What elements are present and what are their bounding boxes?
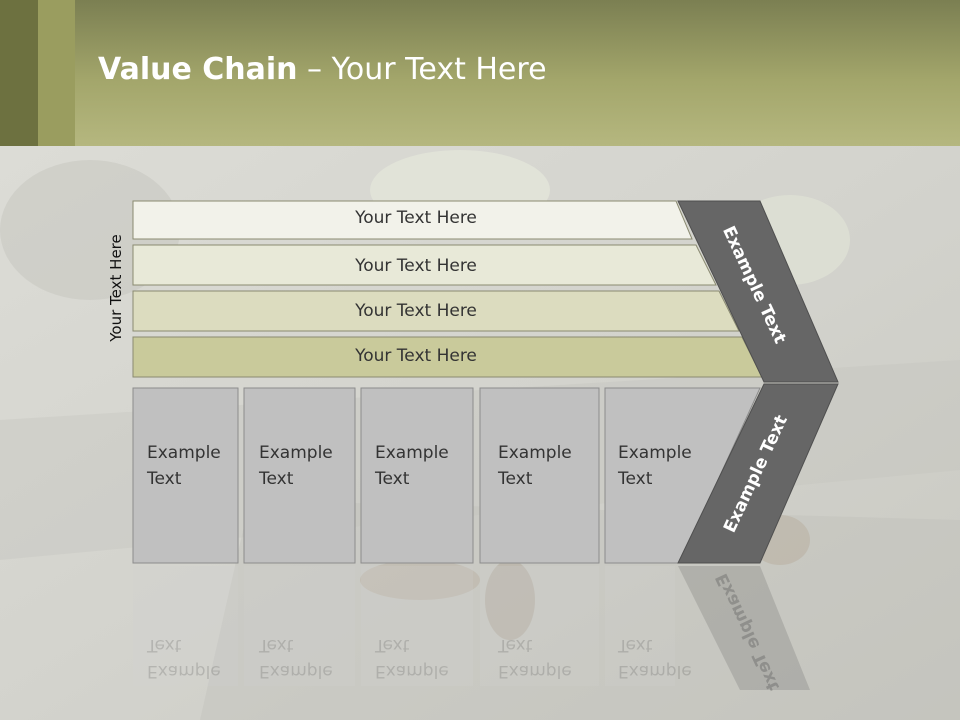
cell-box-1	[132, 387, 239, 564]
header-accent-strip	[38, 0, 75, 146]
cell-label-reflection: Example Text	[147, 632, 221, 684]
cell-label-4-line1: Example	[498, 443, 572, 463]
reflection-line: Text	[375, 635, 410, 655]
reflection-line: Text	[498, 635, 533, 655]
cell-box-3	[360, 387, 474, 564]
cell-label-reflection: Example Text	[618, 632, 692, 684]
cell-label-4-line2: Text	[498, 469, 533, 489]
cell-label-1-line1: Example	[147, 443, 221, 463]
slide-title: Value Chain – Your Text Here	[98, 52, 547, 87]
cell-label-1-line2: Text	[147, 469, 182, 489]
chevron-upper	[677, 200, 839, 383]
row-label-4: Your Text Here	[355, 346, 477, 366]
reflection-line: Text	[618, 635, 653, 655]
row-label-1: Your Text Here	[355, 208, 477, 228]
row-bar-3	[132, 290, 740, 332]
row-bar-1	[132, 200, 693, 240]
slide-title-rest: – Your Text Here	[297, 52, 547, 87]
cell-label-2-line2: Text	[259, 469, 294, 489]
reflection-line: Text	[147, 635, 182, 655]
cell-label-reflection: Example Text	[498, 632, 572, 684]
cell-label-5-line2: Text	[618, 469, 653, 489]
cell-box-4	[479, 387, 600, 564]
cell-label-reflection: Example Text	[259, 632, 333, 684]
row-label-2: Your Text Here	[355, 256, 477, 276]
reflection-line: Example	[618, 661, 692, 681]
reflection-line: Example	[147, 661, 221, 681]
reflection-line: Example	[375, 661, 449, 681]
cell-reflection	[133, 566, 675, 686]
cell-label-3-line2: Text	[375, 469, 410, 489]
reflection-line: Text	[259, 635, 294, 655]
cell-label-2-line1: Example	[259, 443, 333, 463]
row-label-3: Your Text Here	[355, 301, 477, 321]
chevron-lower	[677, 383, 839, 564]
slide-title-bold: Value Chain	[98, 52, 298, 87]
header-bar: Value Chain – Your Text Here	[0, 0, 960, 146]
reflection-line: Example	[498, 661, 572, 681]
cell-label-reflection: Example Text	[375, 632, 449, 684]
chevron-reflection	[678, 566, 810, 690]
cell-box-2	[243, 387, 356, 564]
cell-label-5-line1: Example	[618, 443, 692, 463]
header-accent-strip	[0, 0, 38, 146]
row-bar-2	[132, 244, 717, 286]
cell-label-3-line1: Example	[375, 443, 449, 463]
reflection-line: Example	[259, 661, 333, 681]
